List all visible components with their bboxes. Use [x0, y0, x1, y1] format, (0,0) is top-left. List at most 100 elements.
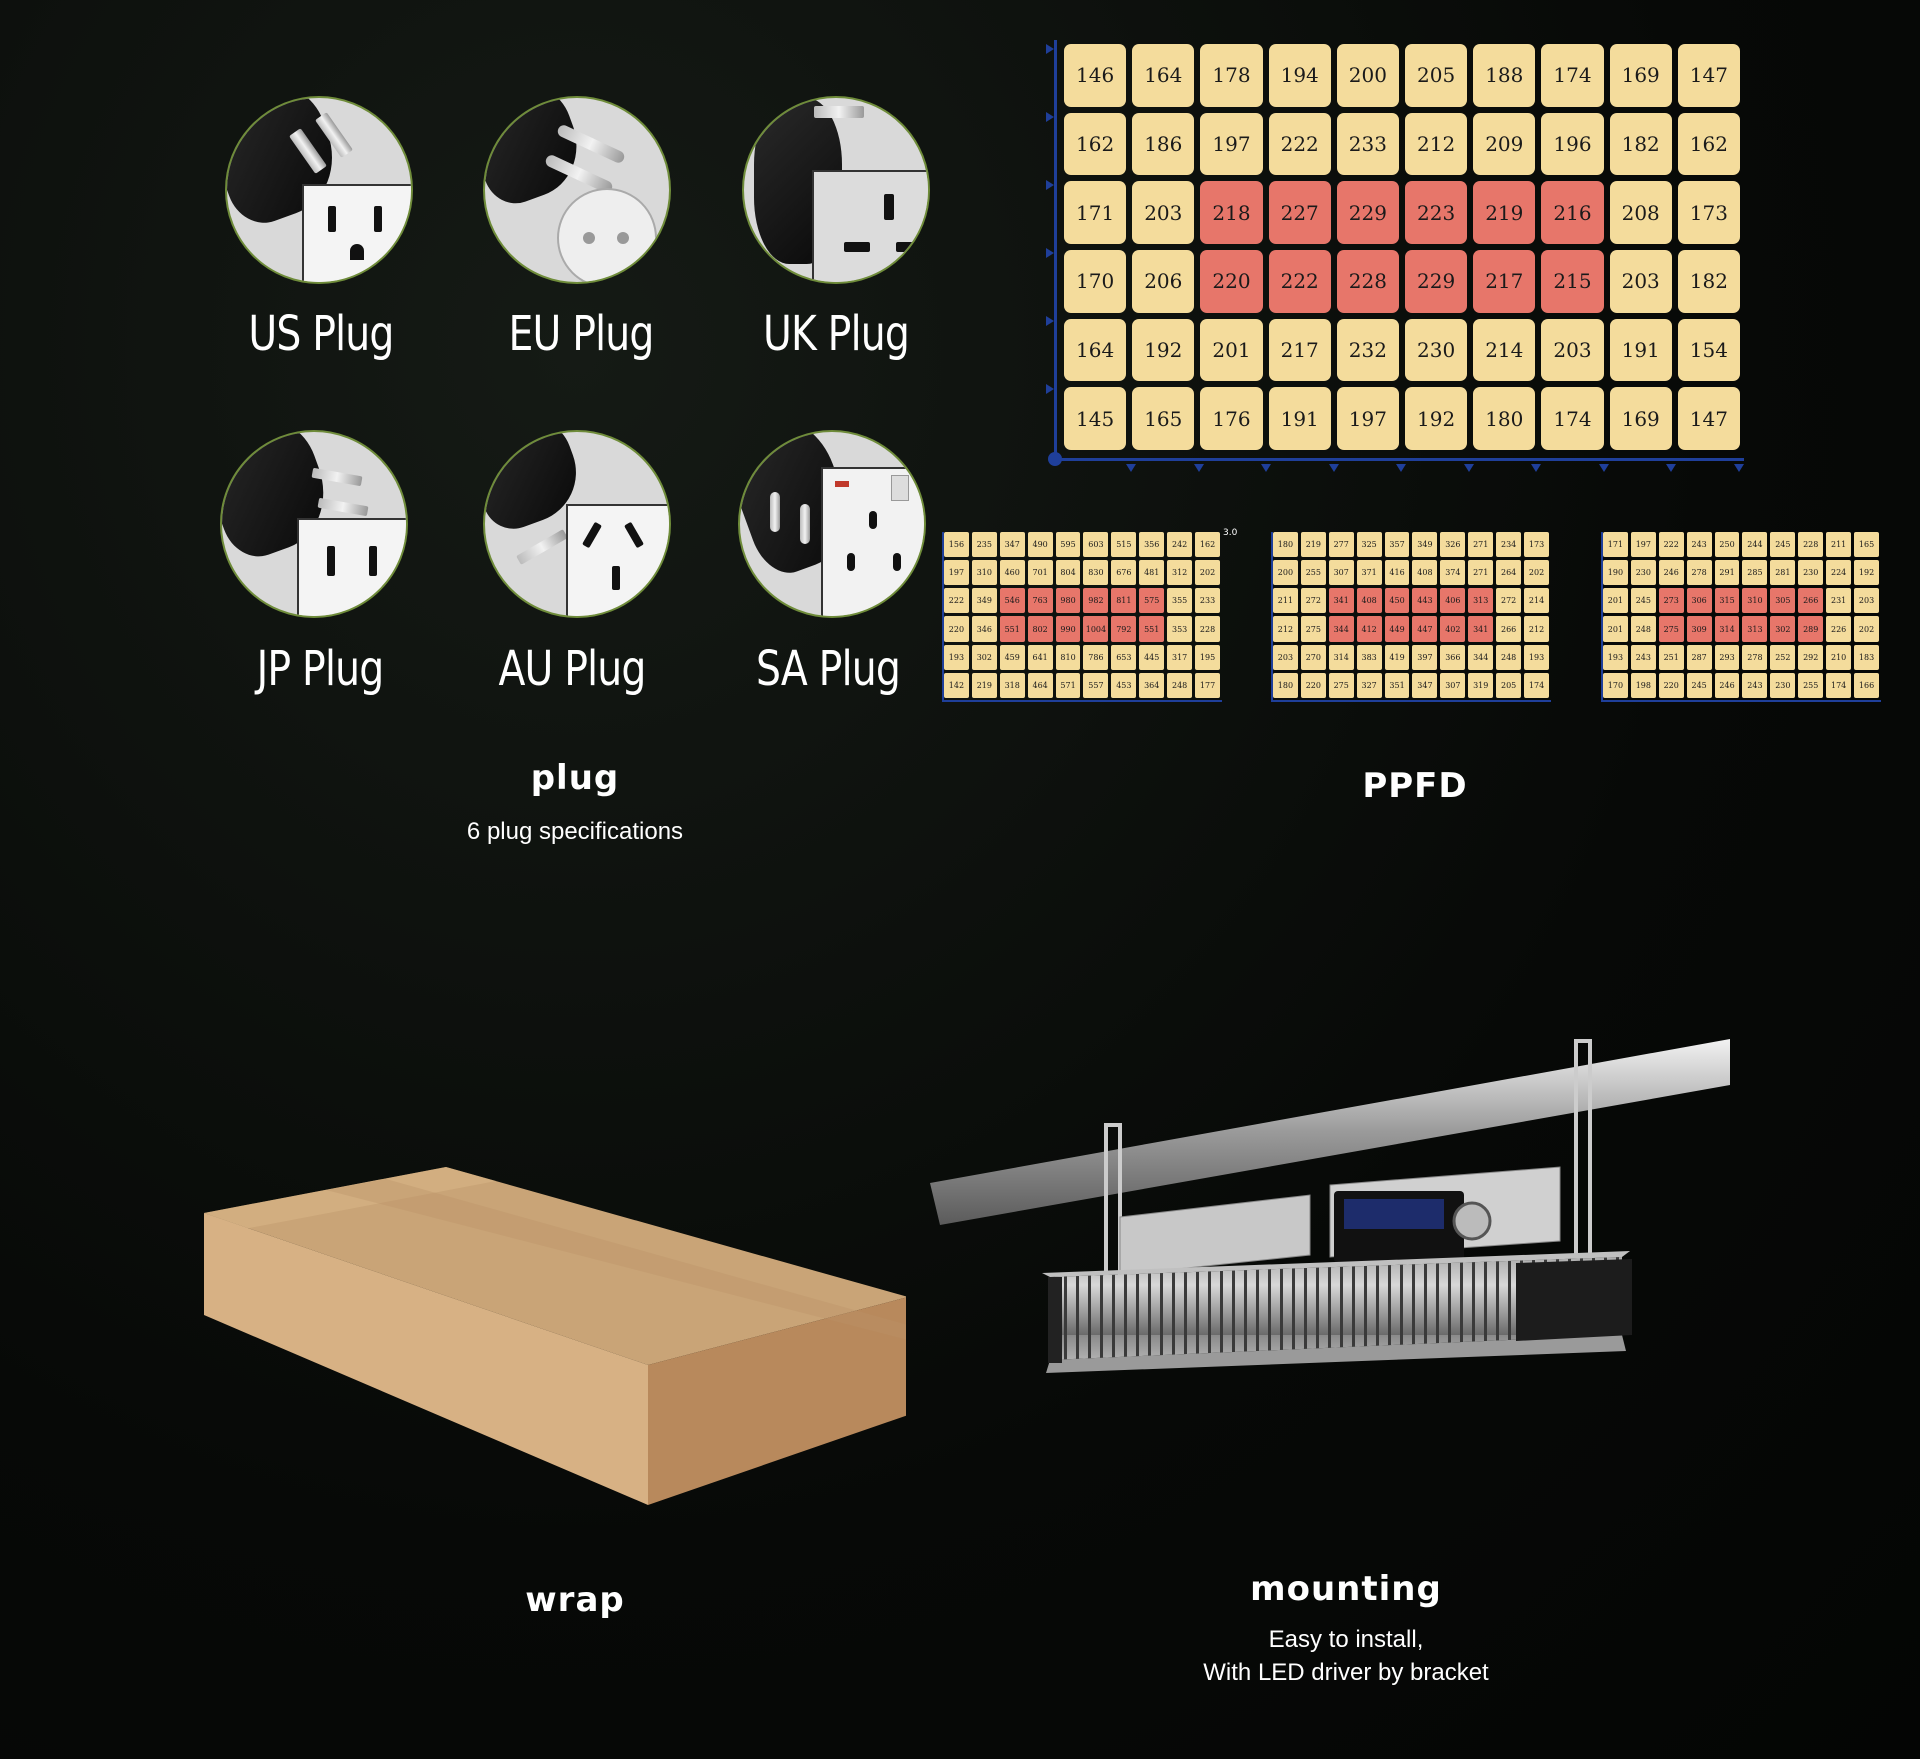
ppfd-cell: 445 — [1139, 644, 1165, 670]
ppfd-x-tick — [1463, 464, 1474, 472]
ppfd-cell: 419 — [1384, 644, 1410, 670]
ppfd-y-tick — [1046, 248, 1054, 258]
ppfd-cell: 346 — [971, 616, 997, 642]
ppfd-cell: 165 — [1854, 532, 1879, 558]
ppfd-cell: 186 — [1132, 112, 1195, 176]
ppfd-cell: 235 — [971, 532, 997, 558]
ppfd-cell: 281 — [1770, 560, 1796, 586]
ppfd-cell: 341 — [1468, 616, 1494, 642]
ppfd-cell: 242 — [1167, 532, 1193, 558]
ppfd-main-x-axis — [1054, 458, 1744, 461]
ppfd-cell: 302 — [1770, 616, 1796, 642]
ppfd-cell: 191 — [1609, 318, 1672, 382]
ppfd-cell: 351 — [1384, 672, 1410, 698]
ppfd-cell: 278 — [1742, 644, 1768, 670]
ppfd-cell: 174 — [1826, 672, 1852, 698]
ppfd-cell: 217 — [1268, 318, 1331, 382]
ppfd-cell: 171 — [1064, 181, 1127, 244]
ppfd-cell: 219 — [1473, 181, 1536, 244]
ppfd-y-tick — [1046, 44, 1054, 54]
ppfd-cell: 164 — [1132, 44, 1195, 107]
ppfd-cell: 307 — [1328, 560, 1354, 586]
ppfd-cell: 219 — [1300, 532, 1326, 558]
ppfd-cell: 170 — [1064, 250, 1127, 313]
ppfd-cell: 287 — [1686, 644, 1712, 670]
ppfd-y-tick — [1046, 316, 1054, 326]
ppfd-cell: 182 — [1677, 250, 1740, 313]
ppfd-cell: 277 — [1328, 532, 1354, 558]
ppfd-grid-b-y-axis — [1271, 532, 1273, 702]
ppfd-main-y-axis — [1054, 40, 1057, 460]
ppfd-cell: 209 — [1473, 112, 1536, 176]
ppfd-cell: 211 — [1273, 588, 1298, 614]
ppfd-cell: 217 — [1473, 250, 1536, 313]
us-plug-image — [225, 96, 413, 284]
ppfd-cell: 244 — [1742, 532, 1768, 558]
ppfd-cell: 147 — [1677, 44, 1740, 107]
ppfd-cell: 230 — [1405, 318, 1468, 382]
ppfd-cell: 305 — [1770, 588, 1796, 614]
ppfd-cell: 271 — [1468, 532, 1494, 558]
ppfd-grid-b-x-axis — [1271, 700, 1551, 702]
ppfd-cell: 170 — [1603, 672, 1628, 698]
ppfd-cell: 165 — [1132, 387, 1195, 450]
ppfd-cell: 1004 — [1083, 616, 1109, 642]
ppfd-cell: 146 — [1064, 44, 1127, 107]
ppfd-y-tick — [1046, 112, 1054, 122]
ppfd-cell: 224 — [1826, 560, 1852, 586]
ppfd-x-tick — [1328, 464, 1339, 472]
ppfd-cell: 412 — [1356, 616, 1382, 642]
ppfd-cell: 676 — [1111, 560, 1137, 586]
ppfd-cell: 397 — [1412, 644, 1438, 670]
sa-plug-label: SA Plug — [755, 641, 901, 697]
ppfd-cell: 327 — [1356, 672, 1382, 698]
ppfd-cell: 314 — [1714, 616, 1740, 642]
ppfd-cell: 203 — [1273, 644, 1298, 670]
ppfd-cell: 198 — [1630, 672, 1656, 698]
ppfd-cell: 406 — [1440, 588, 1466, 614]
ppfd-cell: 182 — [1609, 112, 1672, 176]
ppfd-cell: 193 — [1524, 644, 1549, 670]
ppfd-cell: 447 — [1412, 616, 1438, 642]
ppfd-cell: 356 — [1139, 532, 1165, 558]
ppfd-cell: 233 — [1336, 112, 1399, 176]
ppfd-cell: 490 — [1027, 532, 1053, 558]
ppfd-cell: 310 — [1742, 588, 1768, 614]
ppfd-cell: 220 — [1300, 672, 1326, 698]
ppfd-cell: 251 — [1658, 644, 1684, 670]
ppfd-cell: 176 — [1200, 387, 1263, 450]
ppfd-cell: 214 — [1473, 318, 1536, 382]
ppfd-x-tick — [1531, 464, 1541, 472]
ppfd-cell: 313 — [1468, 588, 1494, 614]
ppfd-cell: 191 — [1268, 387, 1331, 450]
ppfd-cell: 212 — [1524, 616, 1549, 642]
ppfd-cell: 307 — [1440, 672, 1466, 698]
ppfd-cell: 980 — [1055, 588, 1081, 614]
ppfd-cell: 201 — [1603, 588, 1628, 614]
ppfd-cell: 250 — [1714, 532, 1740, 558]
mounting-subtitle-line2: With LED driver by bracket — [1203, 1659, 1489, 1686]
ppfd-cell: 192 — [1405, 387, 1468, 450]
ppfd-cell: 162 — [1677, 112, 1740, 176]
ppfd-cell: 231 — [1826, 588, 1852, 614]
ppfd-cell: 232 — [1336, 318, 1399, 382]
ppfd-cell: 349 — [971, 588, 997, 614]
ppfd-cell: 313 — [1742, 616, 1768, 642]
ppfd-cell: 218 — [1200, 181, 1263, 244]
ppfd-cell: 222 — [1658, 532, 1684, 558]
ppfd-cell: 460 — [999, 560, 1025, 586]
uk-plug-image — [742, 96, 930, 284]
ppfd-cell: 255 — [1798, 672, 1824, 698]
ppfd-cell: 763 — [1027, 588, 1053, 614]
plug-title: plug — [530, 758, 620, 798]
led-fixture-image — [930, 1039, 1730, 1373]
ppfd-cell: 557 — [1083, 672, 1109, 698]
ppfd-cell: 289 — [1798, 616, 1824, 642]
wrap-title: wrap — [525, 1580, 625, 1620]
eu-plug-image — [483, 96, 671, 284]
ppfd-cell: 246 — [1714, 672, 1740, 698]
ppfd-cell: 272 — [1496, 588, 1522, 614]
ppfd-cell: 464 — [1027, 672, 1053, 698]
